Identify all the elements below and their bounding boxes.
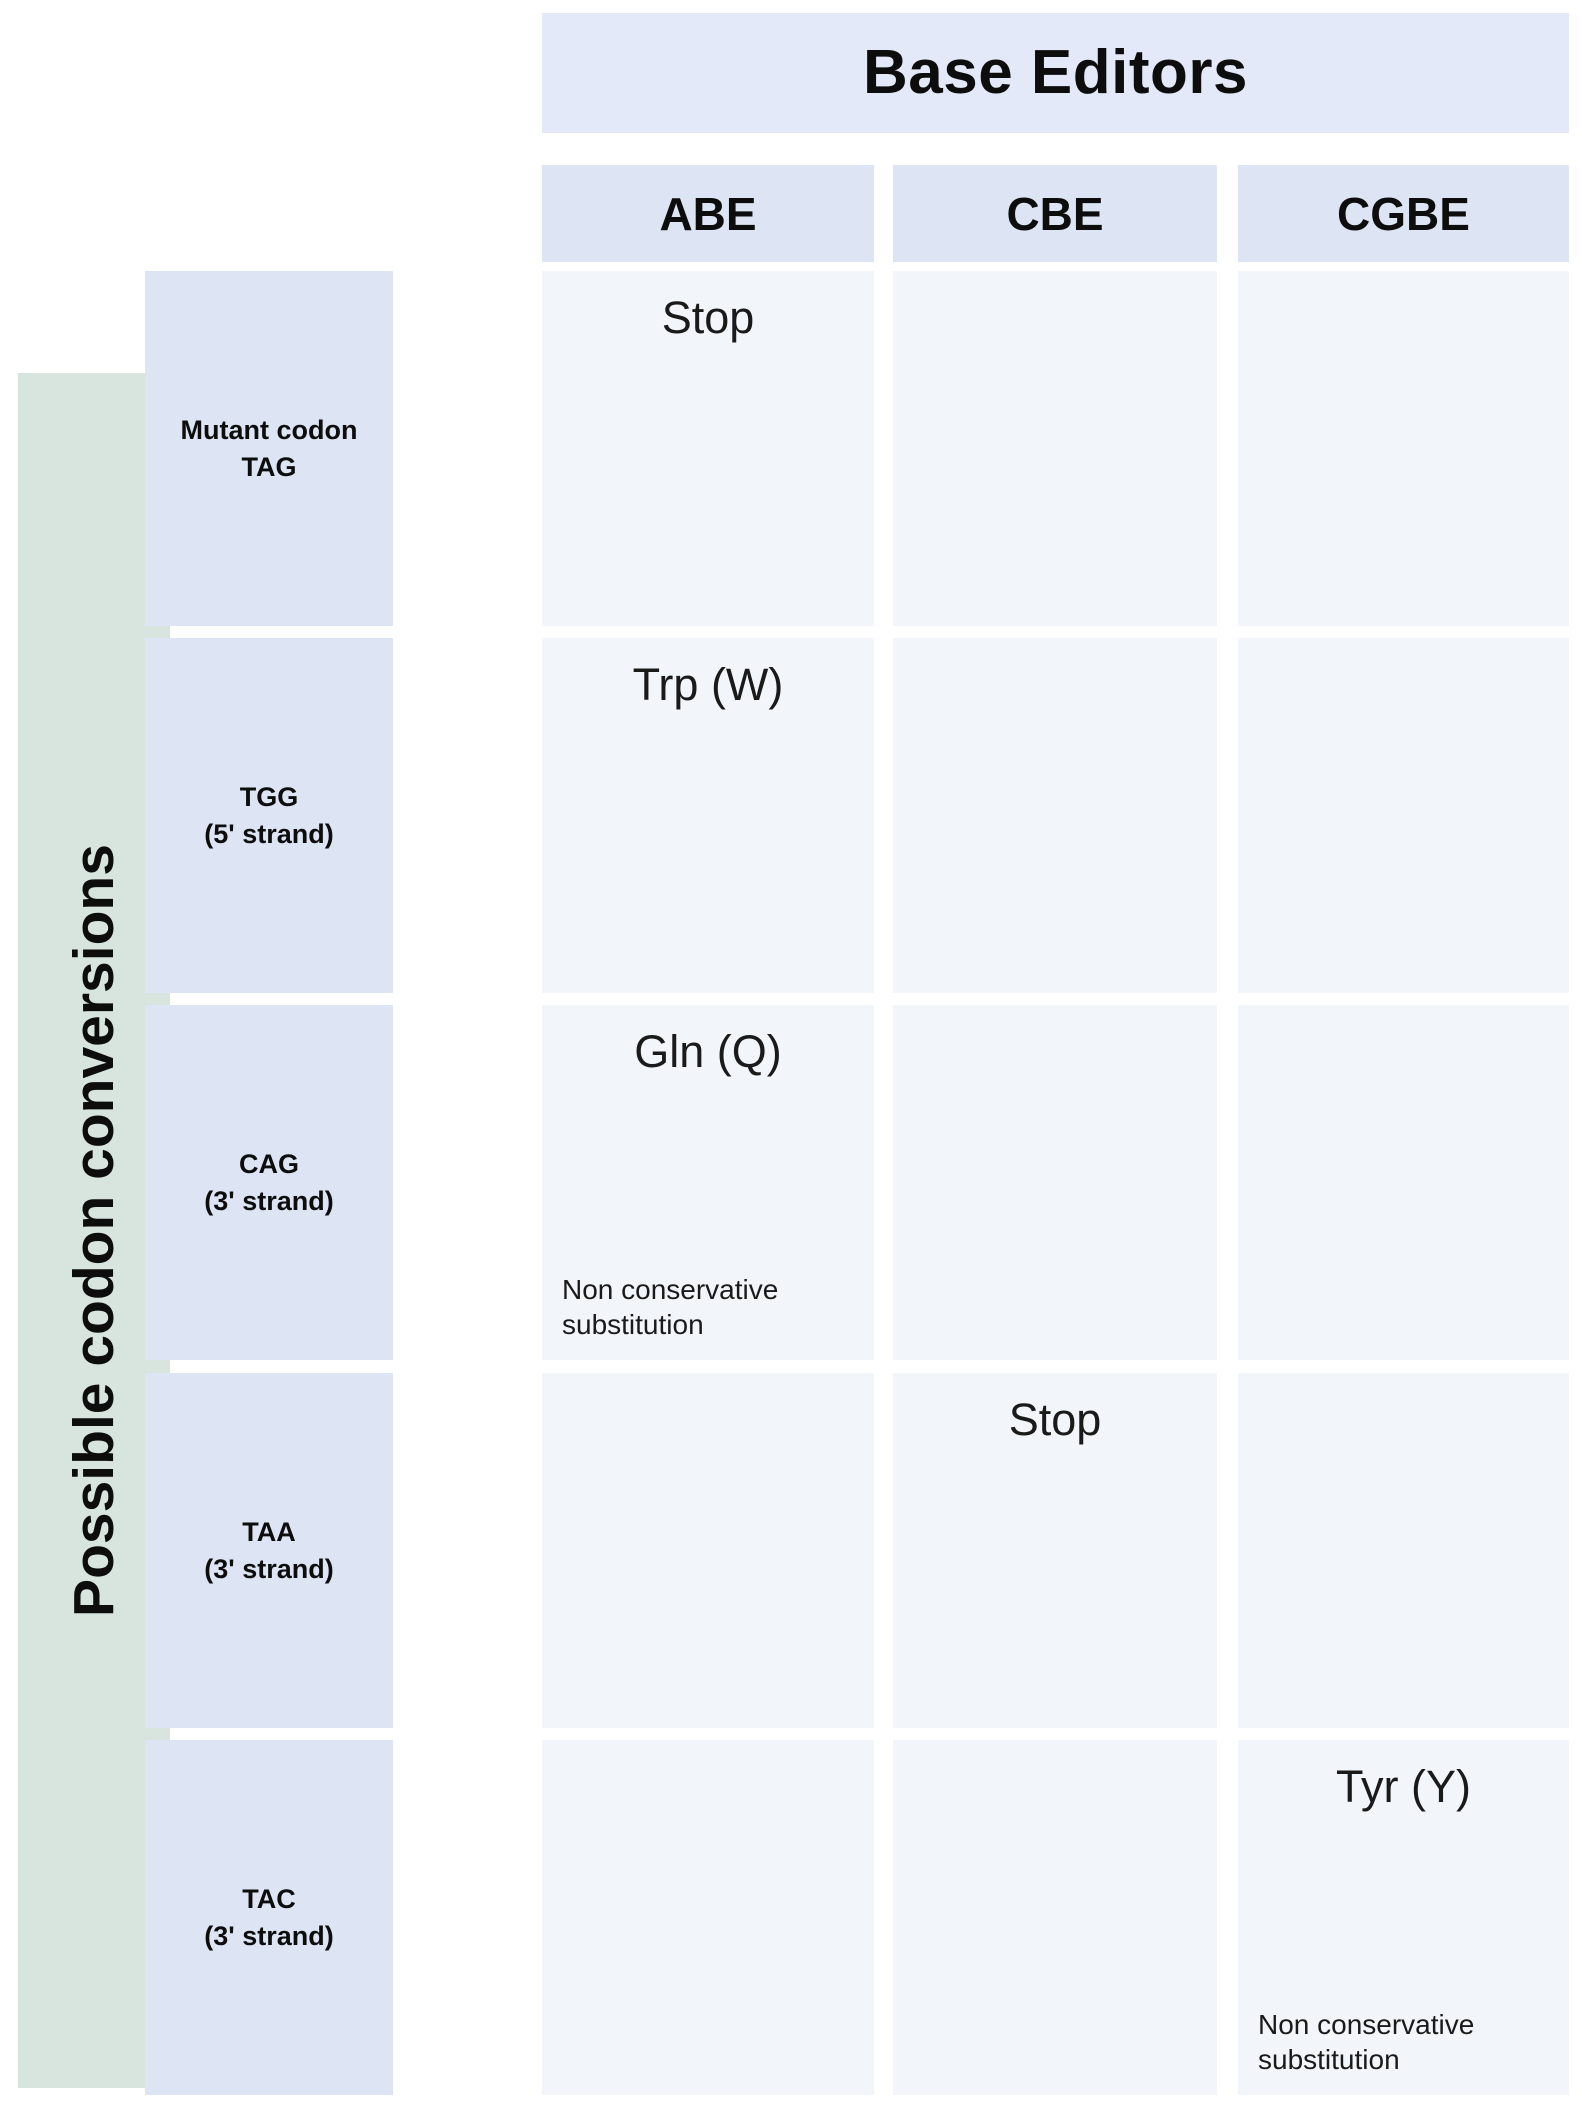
column-header-cgbe-label: CGBE bbox=[1337, 187, 1470, 240]
row-label-tag-line2: TAG bbox=[241, 451, 297, 482]
column-header-cgbe: CGBE bbox=[1238, 165, 1569, 262]
cell-tgg-abe-value: Trp (W) bbox=[632, 659, 784, 710]
cell-tag-abe: Stop bbox=[542, 271, 874, 626]
row-label-tgg-text: TGG (5' strand) bbox=[198, 779, 339, 852]
column-header-cbe-label: CBE bbox=[1006, 187, 1104, 240]
row-label-tgg: TGG (5' strand) bbox=[145, 638, 393, 993]
cell-tgg-abe: Trp (W) bbox=[542, 638, 874, 993]
row-label-tgg-line2: (5' strand) bbox=[204, 818, 334, 849]
row-label-tag-line1: Mutant codon bbox=[180, 415, 358, 446]
row-label-taa-line1: TAA bbox=[242, 1517, 296, 1548]
column-header-abe: ABE bbox=[542, 165, 874, 262]
column-header-cbe: CBE bbox=[893, 165, 1217, 262]
cell-cag-cbe bbox=[893, 1005, 1217, 1360]
row-label-taa-line2: (3' strand) bbox=[204, 1553, 334, 1584]
row-label-tac-line1: TAC bbox=[242, 1884, 296, 1915]
cell-tag-cgbe bbox=[1238, 271, 1569, 626]
row-label-taa-text: TAA (3' strand) bbox=[198, 1514, 339, 1587]
cell-taa-cgbe bbox=[1238, 1373, 1569, 1728]
cell-tac-cgbe: Tyr (Y) Non conservative substitution bbox=[1238, 1740, 1569, 2095]
cell-cag-abe-value: Gln (Q) bbox=[634, 1026, 782, 1077]
row-label-tac: TAC (3' strand) bbox=[145, 1740, 393, 2095]
cell-tag-abe-value: Stop bbox=[661, 292, 755, 343]
cell-cag-cgbe bbox=[1238, 1005, 1569, 1360]
base-editors-header: Base Editors bbox=[542, 13, 1569, 133]
row-label-tag: Mutant codon TAG bbox=[145, 271, 393, 626]
cell-taa-cbe: Stop bbox=[893, 1373, 1217, 1728]
row-label-taa: TAA (3' strand) bbox=[145, 1373, 393, 1728]
row-label-tag-text: Mutant codon TAG bbox=[175, 412, 364, 485]
cell-tac-cgbe-note: Non conservative substitution bbox=[1258, 2009, 1475, 2075]
row-label-cag-line1: CAG bbox=[239, 1149, 299, 1180]
column-header-abe-label: ABE bbox=[659, 187, 757, 240]
cell-cag-abe: Gln (Q) Non conservative substitution bbox=[542, 1005, 874, 1360]
cell-tac-cgbe-value: Tyr (Y) bbox=[1336, 1761, 1471, 1812]
row-label-cag-text: CAG (3' strand) bbox=[198, 1146, 339, 1219]
row-axis-title: Possible codon conversions bbox=[18, 373, 170, 2088]
row-label-tgg-line1: TGG bbox=[239, 782, 299, 813]
row-label-cag-line2: (3' strand) bbox=[204, 1185, 334, 1216]
cell-tac-cbe bbox=[893, 1740, 1217, 2095]
row-label-cag: CAG (3' strand) bbox=[145, 1005, 393, 1360]
cell-tac-abe bbox=[542, 1740, 874, 2095]
cell-tgg-cgbe bbox=[1238, 638, 1569, 993]
cell-tag-cbe bbox=[893, 271, 1217, 626]
cell-taa-cbe-value: Stop bbox=[1008, 1394, 1102, 1445]
cell-tgg-cbe bbox=[893, 638, 1217, 993]
cell-cag-abe-note: Non conservative substitution bbox=[562, 1274, 779, 1340]
row-label-tac-text: TAC (3' strand) bbox=[198, 1881, 339, 1954]
row-axis-title-label: Possible codon conversions bbox=[61, 844, 126, 1617]
row-label-tac-line2: (3' strand) bbox=[204, 1920, 334, 1951]
cell-taa-abe bbox=[542, 1373, 874, 1728]
base-editors-header-label: Base Editors bbox=[862, 38, 1249, 107]
